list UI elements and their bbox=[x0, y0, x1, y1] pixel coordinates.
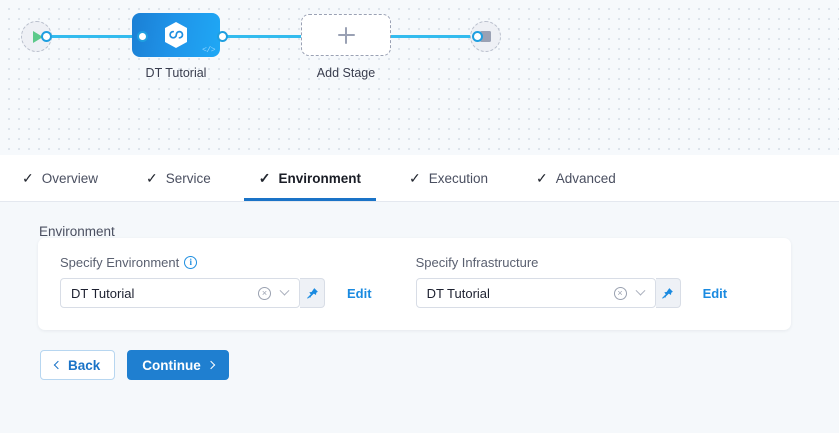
chevron-down-icon[interactable] bbox=[635, 285, 646, 296]
pin-icon bbox=[306, 287, 318, 299]
environment-select-value: DT Tutorial bbox=[71, 285, 135, 301]
wizard-footer: Back Continue bbox=[40, 350, 229, 380]
tab-advanced[interactable]: ✓ Advanced bbox=[534, 155, 618, 201]
specify-environment-row: DT Tutorial × Edit bbox=[60, 278, 372, 308]
connector-start-to-stage bbox=[46, 35, 144, 38]
specify-environment-label-row: Specify Environment i bbox=[60, 255, 372, 270]
stage-node-label: DT Tutorial bbox=[145, 66, 207, 80]
specify-infrastructure-label-row: Specify Infrastructure bbox=[416, 255, 728, 270]
tab-overview[interactable]: ✓ Overview bbox=[20, 155, 100, 201]
infrastructure-pin-button[interactable] bbox=[655, 278, 681, 308]
environment-select[interactable]: DT Tutorial × bbox=[60, 278, 300, 308]
check-icon: ✓ bbox=[536, 170, 548, 186]
specify-infrastructure-row: DT Tutorial × Edit bbox=[415, 278, 728, 308]
pipeline-canvas[interactable]: </> DT Tutorial Add Stage bbox=[0, 0, 839, 155]
check-icon: ✓ bbox=[409, 170, 421, 186]
add-stage-button[interactable] bbox=[301, 14, 391, 56]
infrastructure-select[interactable]: DT Tutorial × bbox=[415, 278, 656, 308]
start-node-port[interactable] bbox=[41, 31, 52, 42]
tab-service[interactable]: ✓ Service bbox=[144, 155, 213, 201]
specify-environment-group: Specify Environment i DT Tutorial × bbox=[60, 255, 372, 308]
continue-button[interactable]: Continue bbox=[127, 350, 229, 380]
chevron-right-icon bbox=[206, 360, 216, 370]
tab-service-label: Service bbox=[165, 170, 211, 186]
stage-node-output-port[interactable] bbox=[217, 31, 228, 42]
chevron-left-icon bbox=[53, 360, 63, 370]
plus-icon-vertical bbox=[345, 26, 347, 44]
specify-environment-label: Specify Environment bbox=[60, 255, 180, 270]
clear-icon[interactable]: × bbox=[258, 286, 271, 300]
end-node-port[interactable] bbox=[472, 31, 483, 42]
environment-pin-button[interactable] bbox=[300, 278, 325, 308]
tab-execution-label: Execution bbox=[428, 170, 489, 186]
tab-execution[interactable]: ✓ Execution bbox=[407, 155, 490, 201]
code-badge-icon: </> bbox=[202, 46, 215, 55]
environment-card: Specify Environment i DT Tutorial × bbox=[38, 238, 791, 330]
continue-button-label: Continue bbox=[142, 357, 201, 373]
tab-environment[interactable]: ✓ Environment bbox=[243, 155, 377, 201]
stage-node-input-port[interactable] bbox=[137, 31, 148, 42]
tab-advanced-label: Advanced bbox=[555, 170, 616, 186]
check-icon: ✓ bbox=[258, 170, 271, 186]
environment-edit-link[interactable]: Edit bbox=[347, 285, 372, 301]
check-icon: ✓ bbox=[146, 170, 158, 186]
tab-overview-label: Overview bbox=[41, 170, 98, 186]
specify-infrastructure-group: Specify Infrastructure DT Tutorial × bbox=[415, 255, 728, 308]
check-icon: ✓ bbox=[22, 170, 34, 186]
clear-icon[interactable]: × bbox=[613, 286, 627, 300]
infrastructure-edit-link[interactable]: Edit bbox=[702, 285, 728, 301]
back-button[interactable]: Back bbox=[40, 350, 116, 380]
info-icon[interactable]: i bbox=[184, 256, 198, 269]
infrastructure-select-value: DT Tutorial bbox=[426, 285, 490, 301]
connector-stage-to-add bbox=[222, 35, 307, 38]
chevron-down-icon[interactable] bbox=[279, 285, 290, 296]
connector-add-to-end bbox=[385, 35, 479, 38]
stop-icon bbox=[480, 31, 491, 42]
pin-icon bbox=[662, 287, 673, 299]
play-icon bbox=[33, 30, 43, 43]
back-button-label: Back bbox=[68, 357, 101, 373]
environment-panel: Environment Specify Environment i DT Tut… bbox=[0, 202, 839, 433]
stage-config-tabs: ✓ Overview ✓ Service ✓ Environment ✓ Exe… bbox=[0, 155, 839, 202]
section-title: Environment bbox=[39, 224, 115, 239]
end-node[interactable] bbox=[470, 21, 501, 52]
add-stage-label: Add Stage bbox=[316, 66, 376, 80]
specify-infrastructure-label: Specify Infrastructure bbox=[415, 255, 539, 270]
harness-hexagon-icon bbox=[165, 22, 187, 48]
tab-environment-label: Environment bbox=[278, 170, 361, 186]
